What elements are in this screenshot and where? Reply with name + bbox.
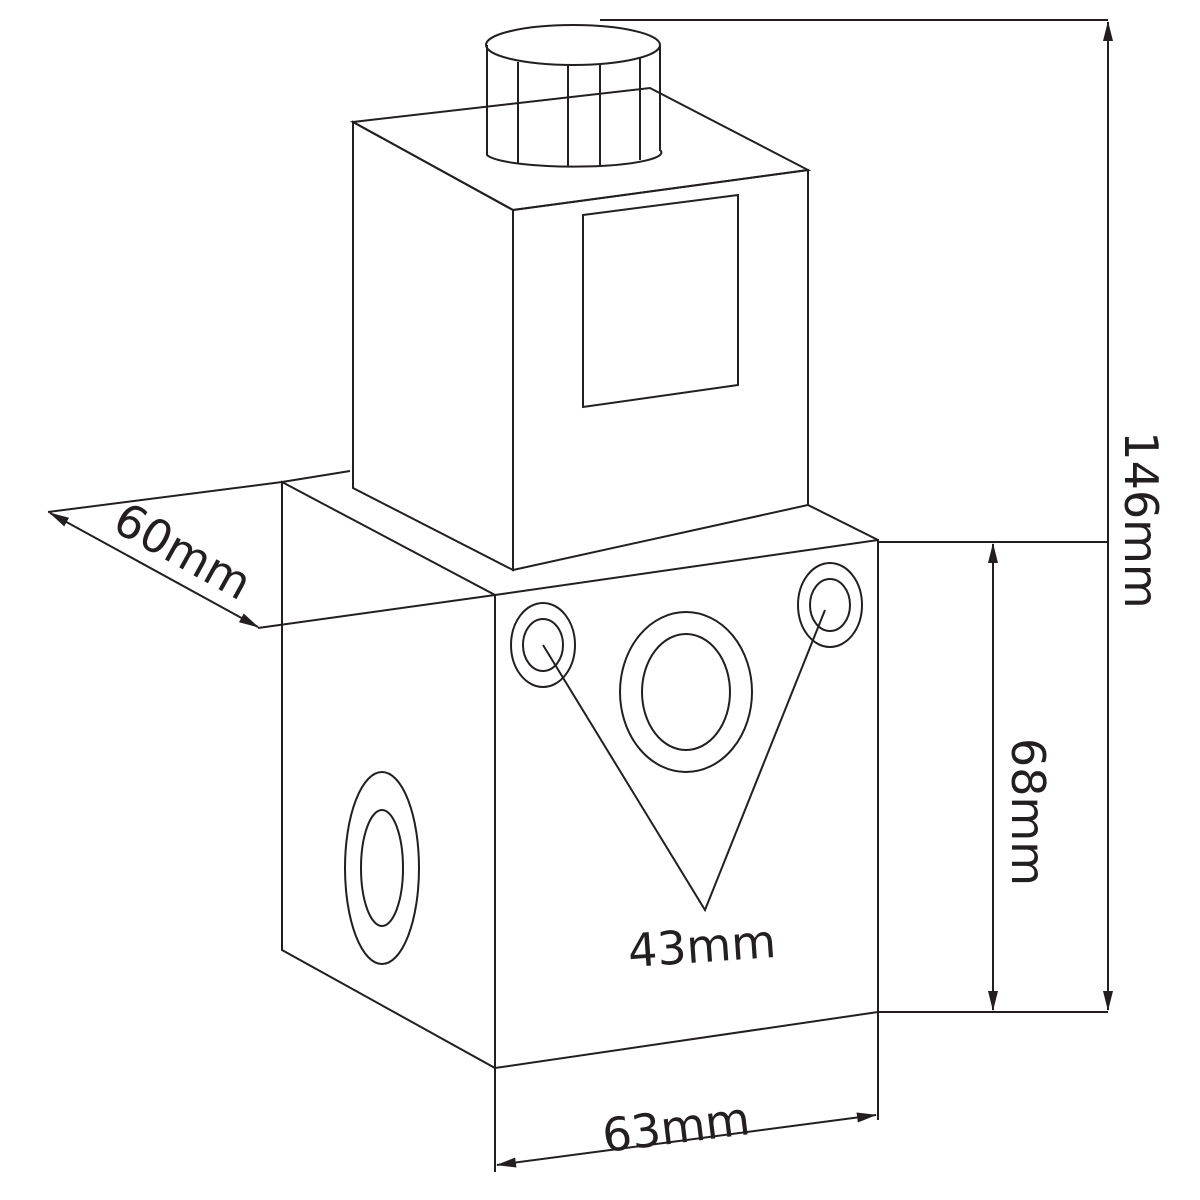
block-top-back-edge	[281, 470, 351, 483]
extension-line	[47, 481, 283, 513]
total-height-label: 146mm	[1114, 431, 1168, 608]
width-label: 63mm	[599, 1091, 753, 1163]
port-side-inner	[360, 809, 404, 927]
port-left-outer	[510, 602, 576, 688]
port-right-inner	[809, 578, 851, 632]
extension-line	[257, 594, 496, 629]
cap-body	[486, 45, 663, 168]
coil-label-window	[582, 193, 739, 409]
block-side-face	[281, 480, 496, 1070]
port-left-inner	[522, 618, 564, 672]
solenoid-coil-box	[349, 86, 812, 572]
width-dimension	[496, 1112, 877, 1168]
port-side-outer	[344, 771, 420, 965]
dimension-lines	[47, 19, 1113, 1172]
block-top-right-edge	[807, 504, 879, 541]
coil-front-face	[512, 168, 809, 572]
port-spacing-leader	[542, 609, 826, 913]
cap-top	[485, 24, 661, 66]
depth-dimension	[49, 512, 259, 628]
coil-top-face	[349, 86, 812, 212]
port-spacing-label: 43mm	[626, 914, 778, 978]
port-center-inner	[641, 633, 731, 751]
coil-side-face	[352, 120, 514, 572]
valve-body-block	[281, 470, 879, 1070]
block-height-label: 68mm	[1001, 738, 1055, 886]
port-center-outer	[619, 611, 753, 773]
port-right-outer	[797, 562, 863, 648]
depth-label: 60mm	[105, 491, 261, 610]
coil-cap-nut	[485, 24, 663, 168]
ports	[344, 562, 863, 965]
